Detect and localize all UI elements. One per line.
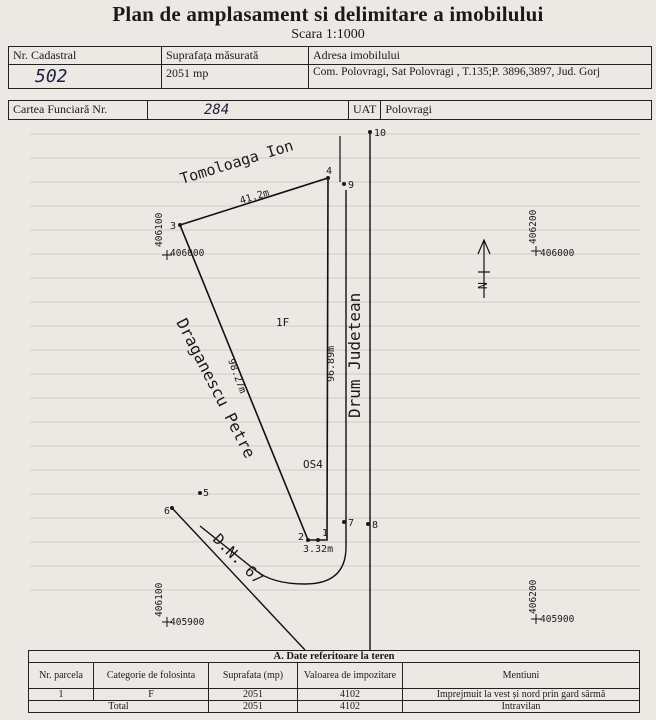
coord-y-top-right: 406000 [540, 248, 575, 259]
coord-tick-bottom-right [531, 614, 541, 624]
cell-mentions: Imprejmuit la vest și nord prin gard sâr… [402, 688, 640, 701]
col-header-parcel: Nr. parcela [28, 662, 94, 689]
cell-total-label: Total [28, 700, 209, 713]
site-plan: 1 2 3 4 5 6 7 8 9 10 Tomoloaga Ion Draga… [30, 128, 640, 650]
cell-tax-value: 4102 [297, 688, 403, 701]
col-header-area: Suprafata (mp) [208, 662, 298, 689]
road-dn67-edge [171, 507, 306, 650]
address-label: Adresa imobilului [308, 46, 652, 65]
cadastral-label: Nr. Cadastral [8, 46, 162, 65]
distance-east: 96.89m [326, 346, 337, 382]
cell-total-area: 2051 [208, 700, 298, 713]
point-4-label: 4 [326, 166, 332, 177]
background-text [30, 133, 640, 591]
coord-y-bottom-left: 405900 [170, 617, 205, 628]
land-data-table: A. Date referitoare la teren Nr. parcela… [28, 650, 640, 713]
point-2-label: 2 [298, 532, 304, 543]
distance-north: 41.2m [239, 188, 271, 207]
table-row-total: Total 2051 4102 Intravilan [28, 700, 640, 713]
point-10-label: 10 [374, 128, 386, 139]
cell-total-tax: 4102 [297, 700, 403, 713]
coord-x-bottom-right: 406200 [528, 579, 539, 614]
point-1-label: 1 [322, 528, 328, 539]
area-label: Suprafața măsurată [161, 46, 309, 65]
cell-parcel: 1 [28, 688, 94, 701]
distance-south: 3.32m [303, 544, 333, 555]
distance-west: 98.27m [225, 357, 248, 395]
col-header-category: Categorie de folosinta [93, 662, 209, 689]
cell-area: 2051 [208, 688, 298, 701]
document-title: Plan de amplasament si delimitare a imob… [112, 2, 544, 26]
coord-x-bottom-left: 406100 [154, 582, 165, 617]
scale-label: Scara 1:1000 [291, 27, 365, 42]
cf-number: 284 [204, 102, 230, 118]
cadastral-number: 502 [35, 66, 68, 87]
coord-x-top-left: 406100 [154, 212, 165, 247]
uat-label: UAT [347, 100, 382, 120]
parcel-boundary [178, 176, 329, 541]
cell-total-mentions: Intravilan [402, 700, 640, 713]
coord-y-bottom-right: 405900 [540, 614, 575, 625]
road-curve [199, 520, 347, 585]
col-header-mentions: Mentiuni [402, 662, 640, 689]
point-5-label: 5 [203, 488, 209, 499]
coord-x-top-right: 406200 [528, 209, 539, 244]
cell-category: F [93, 688, 209, 701]
land-table-title: A. Date referitoare la teren [28, 650, 640, 663]
parcel-label: 1F [276, 316, 289, 329]
point-6-label: 6 [164, 506, 170, 517]
point-7-label: 7 [348, 518, 354, 529]
uat-value: Polovragi [380, 100, 652, 120]
info-table: Nr. Cadastral Suprafața măsurată Adresa … [8, 46, 652, 89]
area-value: 2051 mp [161, 64, 309, 89]
table-row: 1 F 2051 4102 Imprejmuit la vest și nord… [28, 688, 640, 701]
north-arrow-icon [477, 238, 491, 298]
cf-label: Cartea Funciară Nr. [8, 100, 148, 120]
coord-tick-top-right [531, 246, 541, 256]
survey-points [170, 130, 372, 542]
cf-table: Cartea Funciară Nr. 284 UAT Polovragi [8, 100, 652, 120]
address-value: Com. Polovragi, Sat Polovragi , T.135;P.… [308, 64, 652, 89]
coord-y-top-left: 406000 [170, 248, 205, 259]
point-3-label: 3 [170, 221, 176, 232]
coord-tick-top-left [162, 250, 172, 260]
north-arrow-label: N [475, 282, 489, 289]
neighbor-north-label: Tomoloaga Ion [178, 136, 296, 188]
col-header-tax-value: Valoarea de impozitare [297, 662, 403, 689]
building-label: OS4 [303, 458, 323, 471]
coord-tick-bottom-left [162, 617, 172, 627]
neighbor-east-label: Drum Judetean [345, 293, 364, 418]
point-9-label: 9 [348, 180, 354, 191]
point-8-label: 8 [372, 520, 378, 531]
